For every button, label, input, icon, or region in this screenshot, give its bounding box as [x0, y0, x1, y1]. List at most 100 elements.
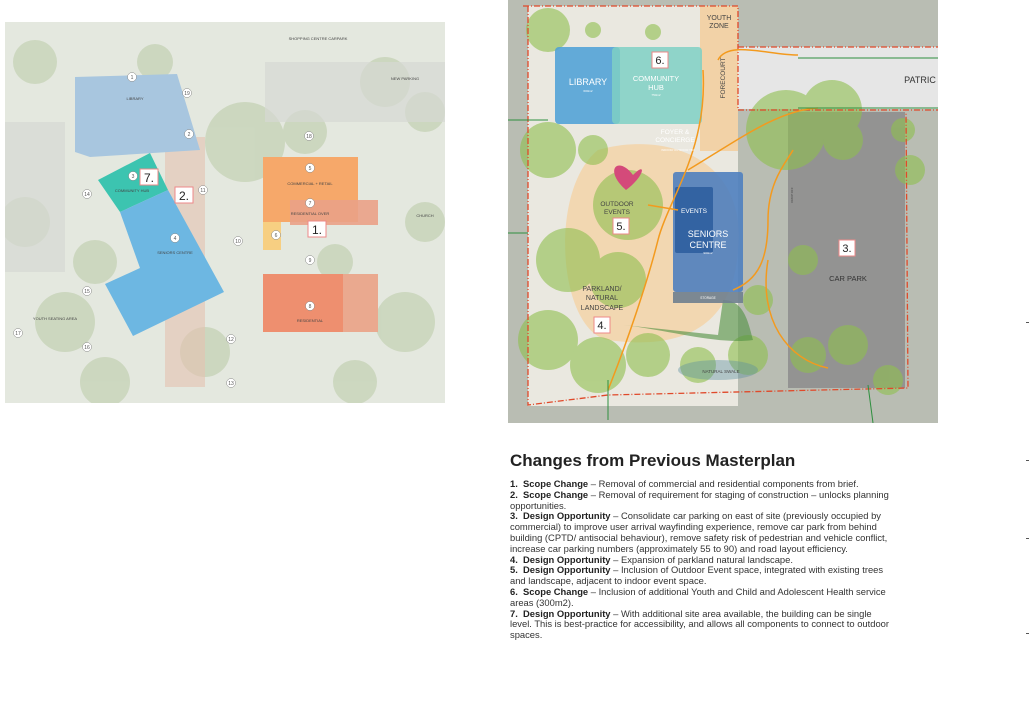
- callout-4: 4.: [597, 320, 606, 332]
- seniors-centre-label: SENIORS: [688, 229, 729, 239]
- marker-circle: [233, 236, 243, 246]
- marker-number: 7: [309, 201, 312, 207]
- drop-off-label: DROP OFF: [790, 187, 794, 203]
- plan-label: NEW PARKING: [391, 76, 419, 81]
- vehicle-paths: [508, 57, 938, 424]
- tree-canopy: [518, 8, 925, 395]
- plan-label: RESIDENTIAL: [297, 318, 324, 323]
- foyer-label: FOYER &: [661, 129, 690, 136]
- plan-label: LIBRARY: [126, 96, 143, 101]
- foyer-label: INDOOR/ OUTDOOR TBC: [661, 148, 694, 152]
- change-description: – Inclusion of additional Youth and Chil…: [510, 585, 886, 608]
- change-item: 3. Design Opportunity – Consolidate car …: [510, 510, 895, 554]
- marker-number: 12: [228, 337, 234, 343]
- previous-masterplan-image: LIBRARY COMMUNITY HUB SENIORS CENTRE COM…: [0, 22, 445, 407]
- marker-number: 18: [306, 134, 312, 140]
- change-item: 1. Scope Change – Removal of commercial …: [510, 478, 895, 490]
- marker-number: 15: [84, 289, 90, 295]
- seniors-centre-footprint: [105, 190, 224, 336]
- marker-number: 13: [228, 381, 234, 387]
- marker-number: 16: [84, 345, 90, 351]
- marker-number: 3: [132, 174, 135, 180]
- change-description: – Removal of requirement for staging of …: [510, 488, 889, 511]
- callout-7: 7.: [144, 171, 154, 185]
- youth-zone-label: YOUTH: [707, 15, 732, 22]
- marker-number: 9: [309, 258, 312, 264]
- change-type: 3. Design Opportunity: [510, 510, 611, 522]
- change-item: 4. Design Opportunity – Expansion of par…: [510, 554, 895, 566]
- marker-circle: [170, 233, 180, 243]
- marker-circle: [305, 301, 315, 311]
- parkland-label: PARKLAND/: [582, 286, 621, 293]
- change-type: 1. Scope Change: [510, 478, 589, 489]
- marker-number: 5: [309, 166, 312, 172]
- street-label: PATRIC: [904, 75, 936, 85]
- marker-number: 2: [188, 132, 191, 138]
- marker-circle: [304, 131, 314, 141]
- area-label: 900m2: [703, 251, 713, 255]
- marker-circle: [305, 255, 315, 265]
- plan-label: SENIORS CENTRE: [157, 250, 193, 255]
- callout-1: 1.: [312, 223, 322, 237]
- callout-6: 6.: [655, 55, 664, 67]
- plan-label: COMMERCIAL + RETAIL: [287, 181, 333, 186]
- marker-circle: [271, 230, 281, 240]
- area-label: 600m2: [583, 89, 593, 93]
- edge-mark: [1026, 633, 1029, 634]
- community-hub-label: COMMUNITY: [633, 74, 679, 83]
- edge-mark: [1026, 460, 1029, 461]
- youth-zone-label: ZONE: [709, 23, 729, 30]
- change-item: 5. Design Opportunity – Inclusion of Out…: [510, 564, 895, 587]
- parkland-label: LANDSCAPE: [581, 305, 624, 312]
- car-park-label: CAR PARK: [829, 274, 867, 283]
- change-description: – Inclusion of Outdoor Event space, inte…: [510, 564, 884, 587]
- change-item: 6. Scope Change – Inclusion of additiona…: [510, 585, 895, 609]
- outdoor-events-label: EVENTS: [604, 209, 631, 216]
- forecourt-label: FORECOURT: [720, 57, 727, 98]
- marker-number: 11: [200, 188, 205, 194]
- library-label: LIBRARY: [569, 77, 607, 87]
- marker-number: 17: [15, 331, 21, 337]
- change-description: – Consolidate car parking on east of sit…: [510, 510, 888, 554]
- marker-circle: [82, 189, 92, 199]
- marker-number: 1: [131, 75, 134, 81]
- marker-circle: [184, 129, 194, 139]
- change-description: – Removal of commercial and residential …: [588, 478, 859, 489]
- change-item: 2. Scope Change – Removal of requirement…: [510, 488, 895, 512]
- callout-2: 2.: [179, 189, 189, 203]
- change-description: – With additional site area available, t…: [510, 607, 890, 641]
- outdoor-events-label: OUTDOOR: [600, 201, 634, 208]
- area-label: 750m2: [651, 93, 661, 97]
- change-type: 2. Scope Change: [510, 488, 589, 500]
- marker-circle: [182, 88, 192, 98]
- marker-circle: [305, 198, 315, 208]
- library-footprint: [75, 74, 200, 157]
- marker-circle: [82, 342, 92, 352]
- marker-circle: [226, 334, 236, 344]
- marker-number: 10: [235, 239, 241, 245]
- site-boundary: [523, 5, 938, 406]
- change-type: 5. Design Opportunity: [510, 564, 611, 576]
- marker-circle: [13, 328, 23, 338]
- plan-label: RESIDENTIAL OVER: [291, 211, 330, 216]
- events-label: EVENTS: [681, 208, 708, 215]
- residential-footprint: [263, 274, 343, 332]
- library-building: [555, 47, 620, 124]
- plan-label: CHURCH: [416, 213, 433, 218]
- parkland-label: NATURAL: [586, 295, 618, 302]
- section-heading: Changes from Previous Masterplan: [510, 451, 796, 470]
- marker-circle: [82, 286, 92, 296]
- change-type: 7. Design Opportunity: [510, 607, 611, 619]
- marker-circle: [128, 171, 138, 181]
- edge-mark: [1026, 538, 1029, 539]
- swale-label: NATURAL SWALE: [702, 369, 739, 374]
- edge-mark: [1026, 322, 1029, 323]
- marker-circle: [198, 185, 208, 195]
- callout-3: 3.: [842, 243, 851, 255]
- storage-label: STORAGE: [700, 296, 716, 300]
- heart-icon: [614, 165, 642, 190]
- marker-number: 6: [275, 233, 278, 239]
- plan-label: YOUTH SEATING AREA: [33, 316, 77, 321]
- marker-circle: [226, 378, 236, 388]
- marker-circle: [127, 72, 137, 82]
